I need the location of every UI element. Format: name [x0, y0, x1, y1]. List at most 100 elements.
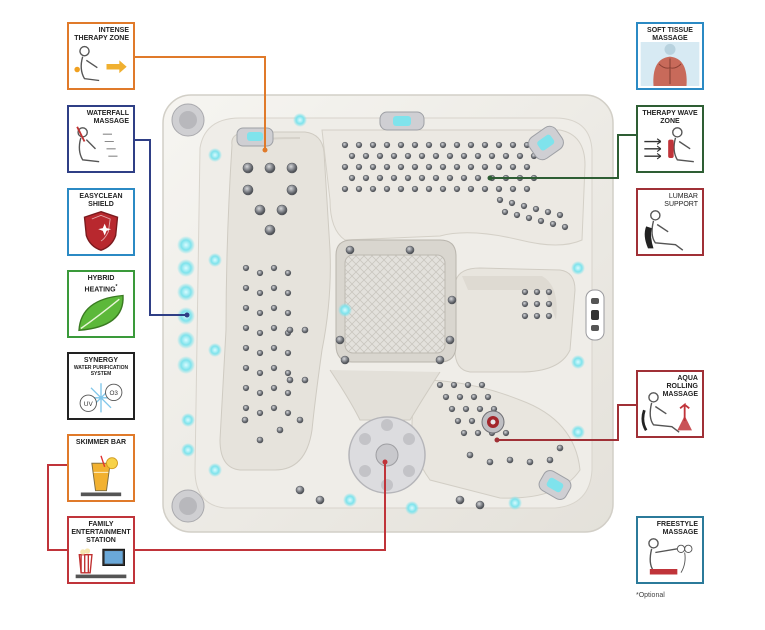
- hybrid-heating-label: HYBRID HEATING: [84, 275, 116, 294]
- jet: [411, 163, 419, 171]
- jet: [256, 369, 264, 377]
- jet: [397, 163, 405, 171]
- card-label: LUMBAR SUPPORT: [664, 193, 698, 208]
- jet: [276, 204, 288, 216]
- jet: [501, 208, 509, 216]
- jet: [476, 405, 484, 413]
- jet: [488, 152, 496, 160]
- jet: [241, 416, 249, 424]
- led-light: [405, 501, 419, 515]
- jet: [447, 295, 457, 305]
- jet: [520, 202, 528, 210]
- jet: [284, 309, 292, 317]
- jet: [296, 416, 304, 424]
- jet: [284, 349, 292, 357]
- jet: [256, 349, 264, 357]
- jet: [544, 208, 552, 216]
- jet: [270, 404, 278, 412]
- jet: [270, 344, 278, 352]
- jet: [276, 426, 284, 434]
- jet: [284, 389, 292, 397]
- jet: [390, 152, 398, 160]
- jet: [466, 451, 474, 459]
- led-light: [208, 463, 222, 477]
- jet: [390, 174, 398, 182]
- jet: [508, 199, 516, 207]
- jet: [495, 163, 503, 171]
- jet: [486, 458, 494, 466]
- callout-dots: [184, 147, 500, 465]
- optional-footnote: *Optional: [636, 592, 665, 599]
- uv-label: UV: [84, 401, 94, 408]
- jet: [474, 174, 482, 182]
- freestyle-figure-icon: [640, 536, 700, 580]
- aqua-rolling-jet: [481, 410, 505, 434]
- jet: [383, 163, 391, 171]
- jet: [460, 429, 468, 437]
- jet: [425, 141, 433, 149]
- led-light: [343, 493, 357, 507]
- jet: [556, 211, 564, 219]
- jet: [286, 326, 294, 334]
- wave-figure-icon: [640, 125, 700, 169]
- jet: [242, 344, 250, 352]
- jet: [355, 141, 363, 149]
- shield-icon: [71, 208, 131, 252]
- jet: [286, 162, 298, 174]
- jet: [513, 211, 521, 219]
- led-light: [177, 259, 195, 277]
- jet: [270, 304, 278, 312]
- jet: [315, 495, 325, 505]
- jet: [546, 456, 554, 464]
- jet: [439, 185, 447, 193]
- jet: [533, 312, 541, 320]
- jet: [362, 174, 370, 182]
- jet: [242, 184, 254, 196]
- jet: [475, 500, 485, 510]
- jet: [523, 163, 531, 171]
- jet: [256, 436, 264, 444]
- jet: [442, 393, 450, 401]
- jet: [404, 152, 412, 160]
- rolling-figure-icon: [640, 390, 700, 434]
- jet: [264, 224, 276, 236]
- jet: [474, 152, 482, 160]
- jet: [521, 288, 529, 296]
- jet: [460, 152, 468, 160]
- card-intense-therapy-zone: INTENSE THERAPY ZONE: [67, 22, 135, 90]
- led-light: [177, 236, 195, 254]
- jet: [286, 376, 294, 384]
- jet: [495, 185, 503, 193]
- jet: [355, 163, 363, 171]
- jet: [556, 444, 564, 452]
- jet: [446, 174, 454, 182]
- card-therapy-wave-zone: THERAPY WAVE ZONE: [636, 105, 704, 173]
- jet: [549, 220, 557, 228]
- jet: [383, 141, 391, 149]
- led-light: [508, 496, 522, 510]
- jet: [464, 381, 472, 389]
- jet: [242, 162, 254, 174]
- jet: [418, 152, 426, 160]
- jet: [454, 417, 462, 425]
- jet: [561, 223, 569, 231]
- jet: [445, 335, 455, 345]
- topside-control-panel: [585, 289, 605, 341]
- leaf-icon: [71, 290, 131, 334]
- jet: [481, 141, 489, 149]
- therapy-figure-icon: [71, 42, 131, 86]
- lumbar-figure-icon: [640, 208, 700, 252]
- jet: [545, 312, 553, 320]
- led-light: [181, 443, 195, 457]
- jet: [425, 185, 433, 193]
- ozone-label: O3: [109, 390, 118, 397]
- jet: [270, 364, 278, 372]
- jet: [256, 269, 264, 277]
- jet: [456, 393, 464, 401]
- jet: [435, 355, 445, 365]
- card-label: THERAPY WAVE ZONE: [642, 110, 698, 125]
- drink-icon: [71, 454, 131, 498]
- card-label: AQUA ROLLING MASSAGE: [662, 375, 698, 398]
- led-light: [177, 331, 195, 349]
